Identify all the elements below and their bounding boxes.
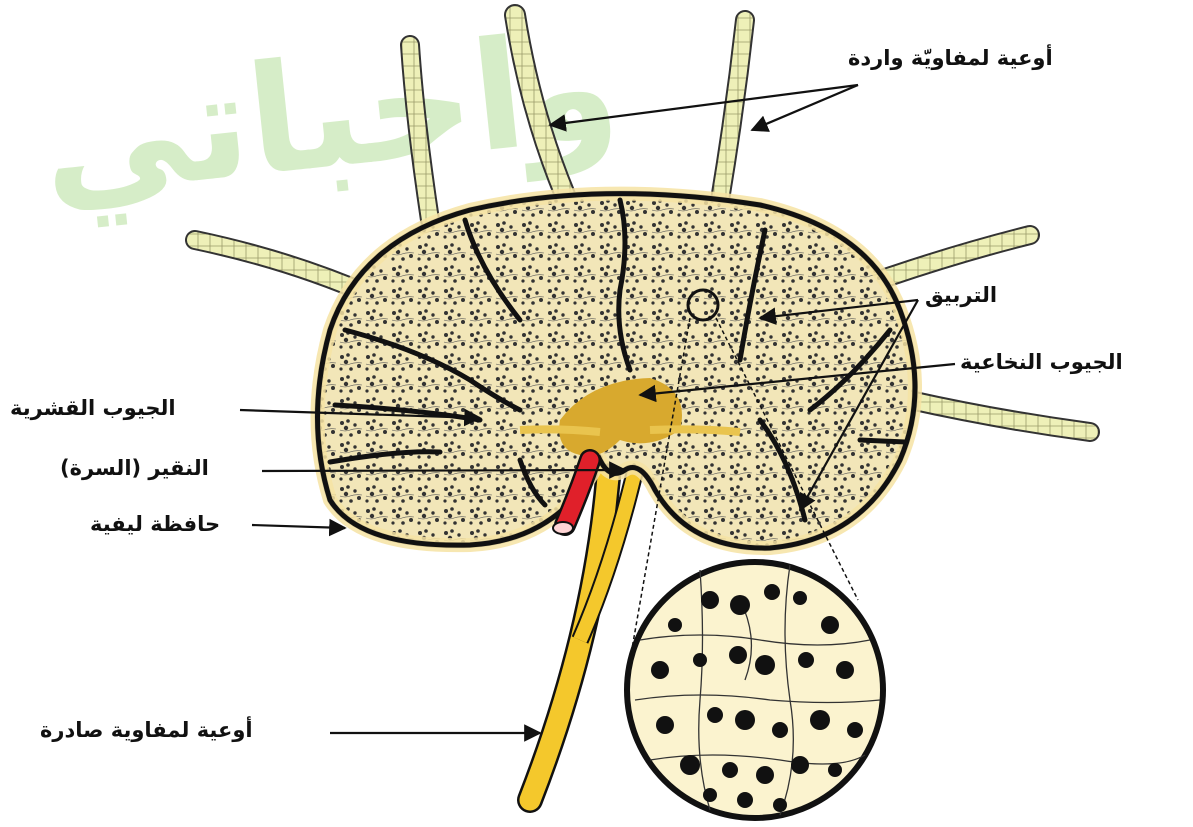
afferent-vessels-label: أوعية لمفاويّة واردة [848,48,1053,69]
hilum-label: النقير (السرة) [60,458,209,479]
cortical-sinuses-label: الجيوب القشرية [10,398,176,419]
efferent-vessels-label: أوعية لمفاوية صادرة [40,720,253,741]
medullary-sinuses-label: الجيوب النخاعية [960,352,1123,373]
hilum-arrow [262,470,625,471]
magnified-view [627,562,883,818]
trabeculae-label: التربيق [925,285,997,306]
fibrous-capsule-label: حافظة ليفية [90,514,220,535]
capsule-arrow [252,525,345,528]
